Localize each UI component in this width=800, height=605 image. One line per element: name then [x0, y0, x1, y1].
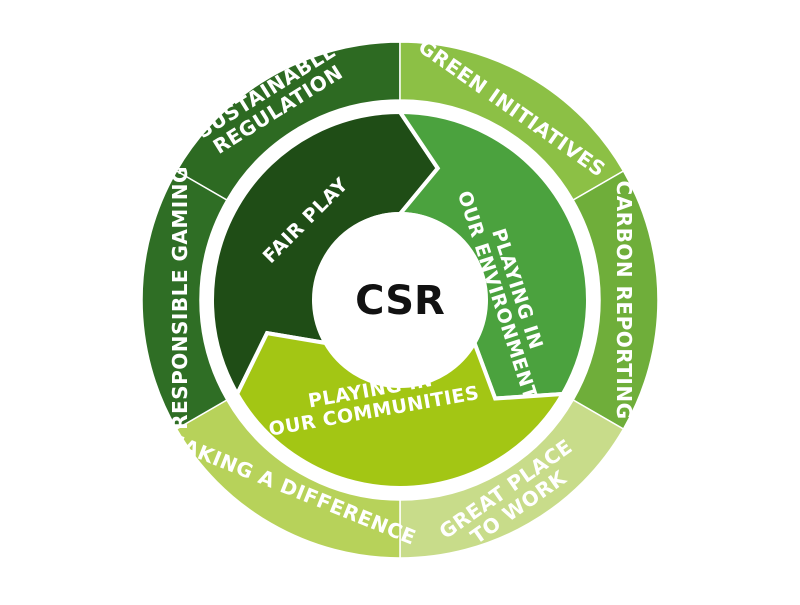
inner-arrow-playing-in-our-communities [234, 330, 567, 490]
outer-segment-responsible-gaming [141, 169, 228, 431]
outer-ring [141, 41, 659, 559]
center-circle [314, 212, 486, 384]
outer-label-responsible-gaming: RESPONSIBLE GAMING [168, 166, 192, 430]
center-label: CSR [355, 278, 445, 324]
inner-ring [210, 109, 590, 490]
outer-label-carbon-reporting: CARBON REPORTING [612, 181, 636, 420]
